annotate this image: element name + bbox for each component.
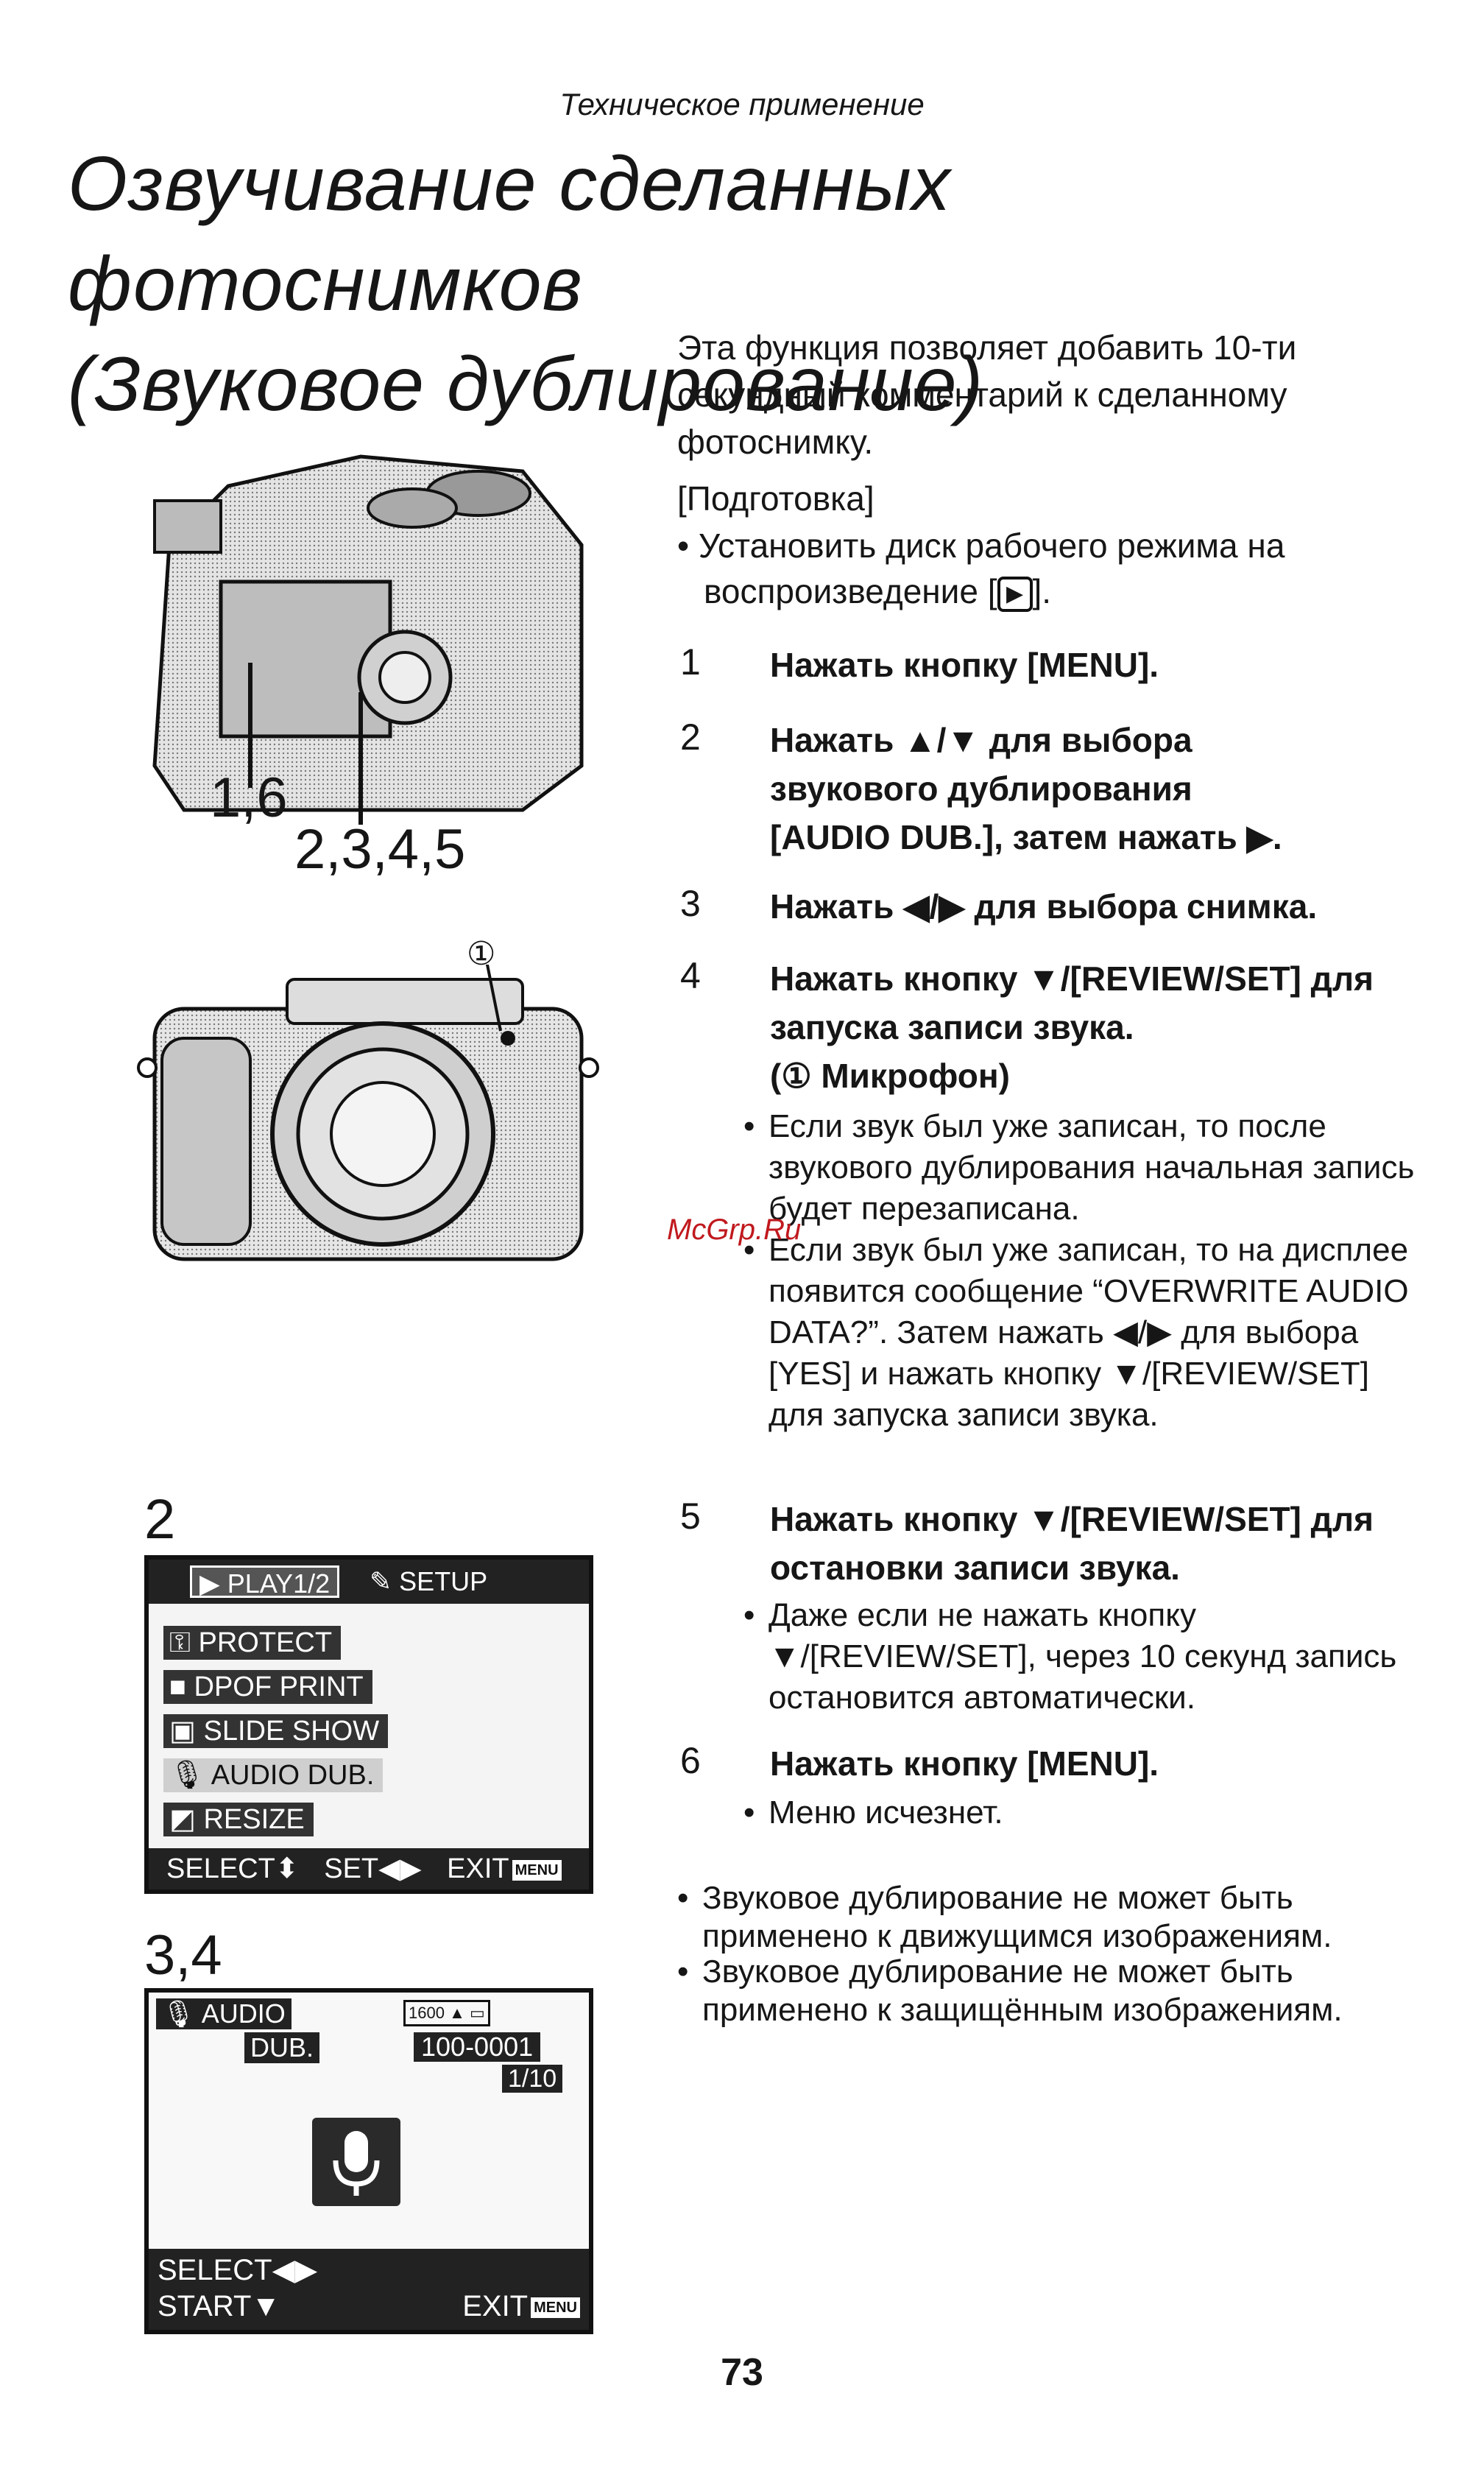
page-title-line-2: (Звуковое дублирование)	[68, 342, 984, 427]
intro-text: Эта функция позволяет добавить 10-ти сек…	[677, 328, 1297, 461]
step-1-number: 1	[680, 641, 701, 683]
menu-tab-bar: ▶ PLAY1/2 ✎ SETUP	[149, 1560, 589, 1604]
play-icon: ▶	[199, 1568, 227, 1599]
step-6-note-1: •Меню исчезнет.	[743, 1794, 1003, 1831]
camera-top-drawing	[152, 454, 584, 825]
audio-title-2: DUB.	[244, 2032, 320, 2063]
step-3-number: 3	[680, 883, 701, 924]
camera-top-illustration	[140, 442, 596, 825]
callout-label-2-5: 2,3,4,5	[294, 818, 466, 881]
step-4-number: 4	[680, 955, 701, 996]
audio-title: 🎙 AUDIO	[156, 1998, 292, 2029]
note-2: •Звуковое дублирование не может быть при…	[677, 1954, 1343, 2028]
picture-counter: 1/10	[502, 2065, 563, 2093]
up-down-icon: ⬍	[275, 1853, 299, 1884]
tab-play[interactable]: ▶ PLAY1/2	[190, 1565, 340, 1599]
step-4-note-1: •Если звук был уже записан, то после зву…	[743, 1108, 1415, 1227]
play-mode-icon: ▶	[997, 576, 1033, 612]
step-2-text: Нажать ▲/▼ для выбора звукового дублиров…	[770, 721, 1282, 856]
battery-icon: ▭	[469, 2004, 485, 2022]
step-6-number: 6	[680, 1740, 701, 1781]
camera-front-illustration	[132, 957, 604, 1274]
step-4-note-2: •Если звук был уже записан, то на диспле…	[743, 1232, 1409, 1433]
key-icon: ⚿	[169, 1627, 199, 1658]
menu-badge: MENU	[531, 2297, 580, 2319]
audio-screen-label: 3,4	[144, 1924, 222, 1987]
left-right-icon: ◀▶	[378, 1853, 422, 1884]
file-number: 100-0001	[414, 2032, 541, 2062]
microphone-icon: 🎙	[169, 1760, 211, 1791]
preparation-bullet: • Установить диск рабочего режима на вос…	[677, 526, 1285, 612]
menu-item-protect[interactable]: ⚿ PROTECT	[163, 1626, 342, 1660]
step-1-text: Нажать кнопку [MENU].	[770, 646, 1159, 684]
step-4-extra: (① Микрофон)	[770, 1057, 1010, 1095]
audio-dub-screen: 🎙 AUDIO DUB. 1600 ▲ ▭ 100-0001 1/10 SELE…	[144, 1988, 593, 2334]
menu-item-dpof-print[interactable]: ■ DPOF PRINT	[163, 1670, 372, 1704]
menu-badge: MENU	[512, 1859, 562, 1881]
tab-setup[interactable]: ✎ SETUP	[370, 1566, 488, 1596]
left-right-icon: ◀▶	[272, 2254, 318, 2286]
slideshow-icon: ▣	[169, 1716, 204, 1747]
watermark: McGrp.Ru	[667, 1213, 802, 1246]
quality-indicator: 1600 ▲ ▭	[403, 2000, 490, 2026]
print-icon: ■	[169, 1671, 194, 1702]
wrench-icon: ✎	[370, 1566, 400, 1596]
microphone-icon: 🎙	[162, 1998, 202, 2029]
menu-screen: ▶ PLAY1/2 ✎ SETUP ⚿ PROTECT ■ DPOF PRINT…	[144, 1555, 593, 1894]
step-5-text: Нажать кнопку ▼/[REVIEW/SET] для останов…	[770, 1500, 1374, 1587]
resize-icon: ◩	[169, 1804, 204, 1835]
menu-item-resize[interactable]: ◩ RESIZE	[163, 1803, 314, 1836]
step-5-note-1: •Даже если не нажать кнопку ▼/[REVIEW/SE…	[743, 1597, 1397, 1716]
callout-label-1-6: 1,6	[210, 767, 288, 829]
down-arrow-icon: ▼	[251, 2290, 281, 2322]
step-3-text: Нажать ◀/▶ для выбора снимка.	[770, 887, 1318, 926]
step-2-number: 2	[680, 716, 701, 758]
page-number: 73	[721, 2351, 763, 2394]
step-6-text: Нажать кнопку [MENU].	[770, 1744, 1159, 1783]
menu-item-slide-show[interactable]: ▣ SLIDE SHOW	[163, 1714, 389, 1748]
note-1: •Звуковое дублирование не может быть при…	[677, 1880, 1332, 1954]
step-4-text: Нажать кнопку ▼/[REVIEW/SET] для запуска…	[770, 954, 1396, 1100]
menu-item-audio-dub[interactable]: 🎙 AUDIO DUB.	[163, 1758, 384, 1792]
menu-screen-label: 2	[144, 1488, 176, 1551]
page-title: Озвучивание сделанных фотоснимков (Звуко…	[68, 134, 1484, 434]
microphone-callout: ①	[467, 936, 496, 972]
camera-front-drawing	[137, 957, 599, 1261]
quality-icon: ▲	[444, 2004, 470, 2022]
page-title-line-1: Озвучивание сделанных фотоснимков	[68, 141, 951, 327]
preparation-label: [Подготовка]	[677, 479, 875, 518]
section-label: Техническое применение	[559, 87, 925, 121]
microphone-big-icon	[312, 2118, 400, 2206]
step-5-number: 5	[680, 1496, 701, 1537]
